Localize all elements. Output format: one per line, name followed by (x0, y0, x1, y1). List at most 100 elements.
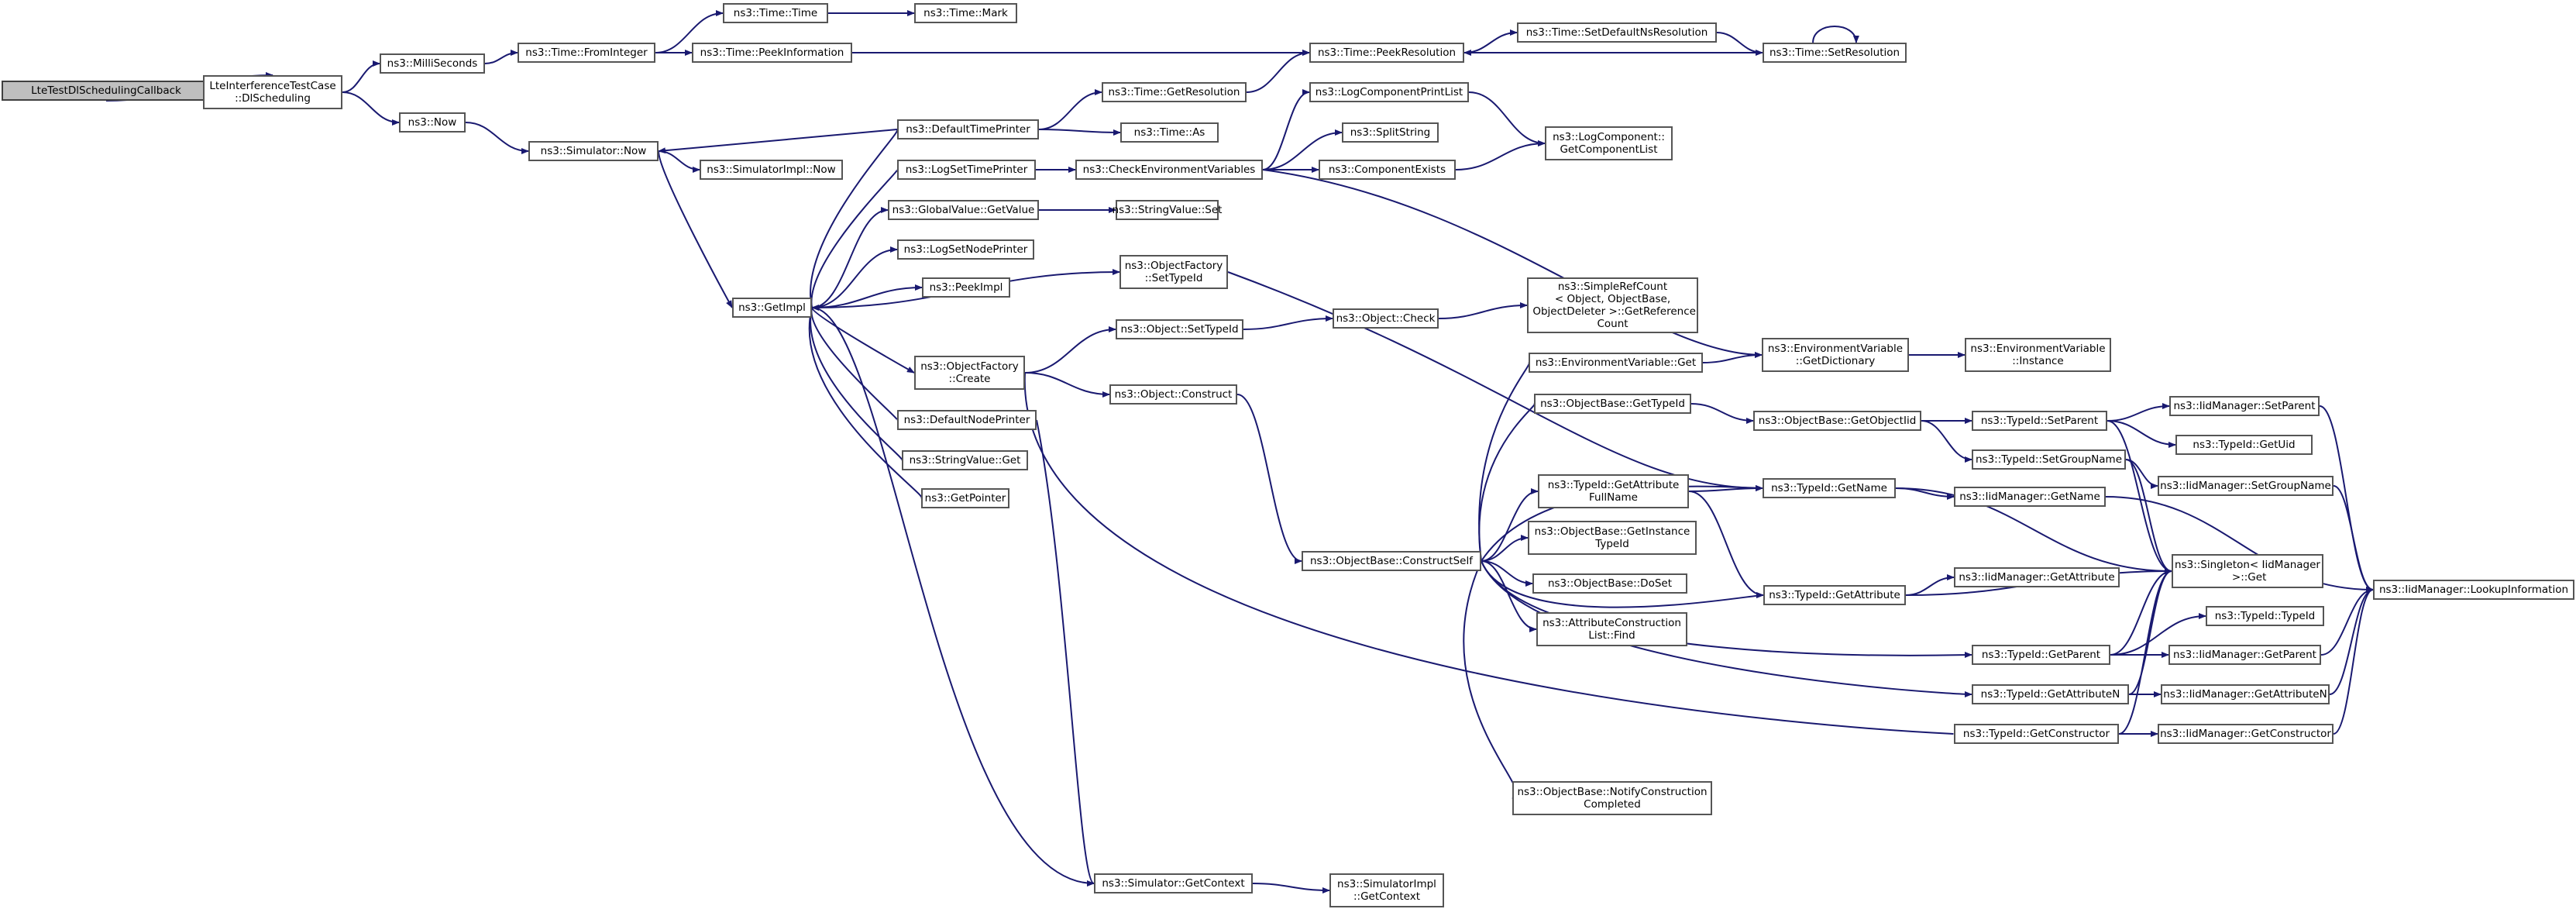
edge-type-id-set-parent-to-iid-manager-set-parent (2107, 403, 2170, 422)
node-simulator-impl-now[interactable]: ns3::SimulatorImpl::Now (700, 160, 843, 180)
node-simulator-impl-get-context[interactable]: ns3::SimulatorImpl ::GetContext (1329, 873, 1444, 907)
node-iid-manager-get-attribute-n[interactable]: ns3::IidManager::GetAttributeN (2161, 684, 2330, 704)
node-simple-ref-count-get-reference-count[interactable]: ns3::SimpleRefCount < Object, ObjectBase… (1527, 277, 1698, 333)
node-time-peek-information[interactable]: ns3::Time::PeekInformation (692, 43, 852, 63)
edge-lte-interference-test-case-dl-scheduling-to-now (342, 91, 400, 126)
node-type-id-get-name[interactable]: ns3::TypeId::GetName (1763, 478, 1896, 498)
edge-check-environment-variables-to-split-string (1262, 129, 1343, 170)
node-split-string[interactable]: ns3::SplitString (1342, 122, 1439, 143)
node-type-id-type-id[interactable]: ns3::TypeId::TypeId (2206, 606, 2324, 626)
edge-iid-manager-get-name-to-iid-manager-lookup-information (2105, 496, 2374, 593)
edge-object-base-construct-self-to-object-base-get-type-id (1478, 401, 1542, 562)
node-log-component-get-component-list[interactable]: ns3::LogComponent:: GetComponentList (1545, 126, 1673, 160)
edge-type-id-get-attribute-full-name-to-type-id-get-attribute (1688, 491, 1764, 598)
node-environment-variable-get-dictionary[interactable]: ns3::EnvironmentVariable ::GetDictionary (1762, 338, 1909, 372)
edge-log-component-print-list-to-log-component-get-component-list (1468, 91, 1546, 146)
node-time-get-resolution[interactable]: ns3::Time::GetResolution (1102, 82, 1247, 102)
node-log-set-time-printer[interactable]: ns3::LogSetTimePrinter (897, 160, 1036, 180)
edge-environment-variable-get-to-environment-variable-get-dictionary (1702, 352, 1763, 363)
node-string-value-set[interactable]: ns3::StringValue::Set (1113, 200, 1222, 220)
node-get-impl[interactable]: ns3::GetImpl (732, 298, 812, 318)
edge-object-factory-create-to-object-construct (1024, 372, 1110, 398)
node-object-factory-create[interactable]: ns3::ObjectFactory ::Create (914, 356, 1025, 390)
node-iid-manager-set-group-name[interactable]: ns3::IidManager::SetGroupName (2158, 476, 2334, 496)
node-attribute-construction-list-find[interactable]: ns3::AttributeConstruction List::Find (1536, 612, 1687, 646)
node-component-exists[interactable]: ns3::ComponentExists (1319, 160, 1456, 180)
node-peek-impl[interactable]: ns3::PeekImpl (922, 277, 1010, 298)
edge-default-time-printer-to-time-get-resolution (1038, 89, 1102, 130)
node-type-id-get-constructor[interactable]: ns3::TypeId::GetConstructor (1954, 724, 2119, 744)
node-iid-manager-set-parent[interactable]: ns3::IidManager::SetParent (2169, 396, 2320, 416)
node-time-set-resolution[interactable]: ns3::Time::SetResolution (1763, 43, 1907, 63)
node-iid-manager-get-constructor[interactable]: ns3::IidManager::GetConstructor (2158, 724, 2334, 744)
node-object-check[interactable]: ns3::Object::Check (1333, 308, 1439, 329)
edge-time-from-integer-to-time-time (655, 10, 724, 53)
node-time-from-integer[interactable]: ns3::Time::FromInteger (518, 43, 655, 63)
node-lte-interference-test-case-dl-scheduling[interactable]: LteInterferenceTestCase ::DlScheduling (203, 75, 342, 109)
node-type-id-set-group-name[interactable]: ns3::TypeId::SetGroupName (1972, 449, 2126, 470)
edge-type-id-get-parent-to-singleton-iid-manager-get (2110, 568, 2172, 656)
edge-object-base-construct-self-to-type-id-get-attribute-n (1481, 560, 1972, 697)
node-log-set-node-printer[interactable]: ns3::LogSetNodePrinter (897, 239, 1034, 260)
node-iid-manager-lookup-information[interactable]: ns3::IidManager::LookupInformation (2373, 580, 2574, 600)
node-type-id-get-uid[interactable]: ns3::TypeId::GetUid (2175, 435, 2313, 455)
node-time-mark[interactable]: ns3::Time::Mark (914, 3, 1017, 23)
node-iid-manager-get-attribute[interactable]: ns3::IidManager::GetAttribute (1954, 567, 2120, 587)
edge-type-id-get-attribute-full-name-to-type-id-get-name (1688, 485, 1763, 492)
edge-object-set-type-id-to-object-check (1243, 315, 1333, 330)
edge-now-to-simulator-now (465, 122, 529, 154)
node-type-id-get-attribute[interactable]: ns3::TypeId::GetAttribute (1763, 585, 1906, 605)
node-global-value-get-value[interactable]: ns3::GlobalValue::GetValue (888, 200, 1039, 220)
node-object-base-get-instance-type-id[interactable]: ns3::ObjectBase::GetInstance TypeId (1528, 521, 1697, 555)
node-object-base-notify-construction-completed[interactable]: ns3::ObjectBase::NotifyConstruction Comp… (1512, 781, 1712, 815)
node-singleton-iid-manager-get[interactable]: ns3::Singleton< IidManager >::Get (2172, 554, 2323, 588)
node-environment-variable-get[interactable]: ns3::EnvironmentVariable::Get (1529, 353, 1703, 373)
node-object-base-construct-self[interactable]: ns3::ObjectBase::ConstructSelf (1302, 551, 1481, 571)
edge-type-id-get-parent-to-type-id-type-id (2110, 613, 2206, 656)
edge-get-impl-to-log-set-node-printer (811, 246, 898, 308)
edge-milli-seconds-to-time-from-integer (484, 50, 518, 64)
node-object-set-type-id[interactable]: ns3::Object::SetTypeId (1116, 319, 1243, 339)
edge-time-set-resolution-to-time-set-resolution (1812, 26, 1859, 43)
edge-object-factory-create-to-object-set-type-id (1024, 326, 1116, 374)
node-time-set-default-ns-resolution[interactable]: ns3::Time::SetDefaultNsResolution (1517, 22, 1717, 43)
node-check-environment-variables[interactable]: ns3::CheckEnvironmentVariables (1075, 160, 1263, 180)
node-object-base-do-set[interactable]: ns3::ObjectBase::DoSet (1532, 573, 1687, 594)
edge-get-impl-to-global-value-get-value (811, 207, 889, 308)
edge-get-impl-to-default-node-printer (810, 307, 905, 423)
node-milli-seconds[interactable]: ns3::MilliSeconds (380, 53, 485, 74)
edge-default-node-printer-to-simulator-get-context (1036, 419, 1095, 887)
node-time-as[interactable]: ns3::Time::As (1120, 122, 1219, 143)
node-simulator-now[interactable]: ns3::Simulator::Now (528, 141, 659, 161)
node-log-component-print-list[interactable]: ns3::LogComponentPrintList (1309, 82, 1469, 102)
node-type-id-get-attribute-full-name[interactable]: ns3::TypeId::GetAttribute FullName (1538, 474, 1689, 508)
edge-object-base-get-object-iid-to-type-id-set-group-name (1921, 420, 1972, 463)
node-simulator-get-context[interactable]: ns3::Simulator::GetContext (1094, 873, 1253, 894)
node-object-base-get-object-iid[interactable]: ns3::ObjectBase::GetObjectIid (1753, 411, 1921, 431)
node-now[interactable]: ns3::Now (399, 112, 466, 133)
edge-check-environment-variables-to-log-component-print-list (1262, 89, 1310, 170)
node-string-value-get[interactable]: ns3::StringValue::Get (902, 450, 1028, 470)
edge-object-construct-to-object-base-construct-self (1236, 394, 1302, 564)
edge-default-time-printer-to-time-as (1038, 129, 1121, 136)
node-time-time[interactable]: ns3::Time::Time (723, 3, 828, 23)
node-time-peek-resolution[interactable]: ns3::Time::PeekResolution (1309, 43, 1464, 63)
edge-object-base-construct-self-to-object-base-do-set (1481, 560, 1533, 587)
node-default-node-printer[interactable]: ns3::DefaultNodePrinter (897, 410, 1037, 430)
edge-simulator-get-context-to-simulator-impl-get-context (1252, 883, 1330, 894)
node-object-base-get-type-id[interactable]: ns3::ObjectBase::GetTypeId (1534, 394, 1691, 414)
node-default-time-printer[interactable]: ns3::DefaultTimePrinter (897, 119, 1039, 139)
node-type-id-get-attribute-n[interactable]: ns3::TypeId::GetAttributeN (1972, 684, 2129, 704)
node-get-pointer[interactable]: ns3::GetPointer (921, 488, 1009, 508)
node-type-id-get-parent[interactable]: ns3::TypeId::GetParent (1972, 645, 2110, 665)
node-type-id-set-parent[interactable]: ns3::TypeId::SetParent (1972, 411, 2107, 431)
node-object-construct[interactable]: ns3::Object::Construct (1109, 384, 1237, 405)
edge-type-id-get-constructor-to-singleton-iid-manager-get (2118, 568, 2172, 735)
node-object-factory-set-type-id[interactable]: ns3::ObjectFactory ::SetTypeId (1119, 255, 1228, 289)
node-iid-manager-get-name[interactable]: ns3::IidManager::GetName (1954, 487, 2106, 507)
edge-type-id-set-parent-to-type-id-get-uid (2107, 420, 2176, 448)
edge-object-base-get-type-id-to-object-base-get-object-iid (1690, 403, 1754, 424)
node-environment-variable-instance[interactable]: ns3::EnvironmentVariable ::Instance (1965, 338, 2111, 372)
node-iid-manager-get-parent[interactable]: ns3::IidManager::GetParent (2168, 645, 2321, 665)
edge-check-environment-variables-to-environment-variable-get-dictionary (1262, 169, 1763, 358)
